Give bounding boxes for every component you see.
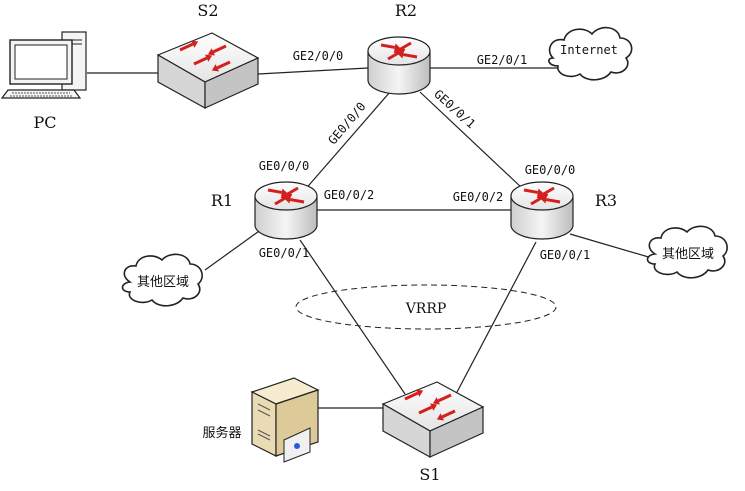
vrrp-group-ellipse [295,284,557,330]
r3-label: R3 [595,191,617,210]
links [87,67,653,409]
link-r3-other-right [569,233,653,259]
link-r2-r1 [302,91,391,193]
port-label-r1-ge0-0-2: GE0/0/2 [324,188,375,202]
port-label-r2-ge2-0-0: GE2/0/0 [293,49,344,63]
cloud-other-right-icon [646,225,728,279]
link-r2-r3 [419,91,523,189]
r2-label: R2 [395,1,417,20]
switch-s2-icon [156,32,260,110]
link-r1-s1 [299,239,406,395]
port-label-r3-ge0-0-2: GE0/0/2 [453,190,504,204]
port-label-r3-ge0-0-1: GE0/0/1 [540,248,591,262]
port-label-r1-ge0-0-1: GE0/0/1 [259,246,310,260]
link-r1-other-left [204,228,263,271]
switch-s1-icon [381,381,485,459]
r1-label: R1 [211,191,233,210]
vrrp-label: VRRP [405,301,447,317]
port-label-r3-ge0-0-0: GE0/0/0 [525,163,576,177]
server-label: 服务器 [202,425,241,441]
server-icon [250,377,320,463]
cloud-other-left-icon [121,253,203,307]
link-s2-r2 [257,67,369,75]
cloud-other-left-label: 其他区域 [137,275,189,290]
router-r3-icon [510,181,574,240]
cloud-other-right-label: 其他区域 [662,247,714,262]
pc-label: PC [33,113,56,132]
link-r3-s1 [455,241,537,395]
pc-icon [0,31,87,99]
port-label-r1-ge0-0-0: GE0/0/0 [259,159,310,173]
cloud-internet-icon [548,26,633,81]
s1-label: S1 [419,465,440,484]
router-r1-icon [254,181,318,240]
cloud-internet-label: Internet [560,43,618,57]
router-r2-icon [367,36,431,95]
port-label-r2-ge2-0-1: GE2/0/1 [477,53,528,67]
s2-label: S2 [197,1,218,20]
